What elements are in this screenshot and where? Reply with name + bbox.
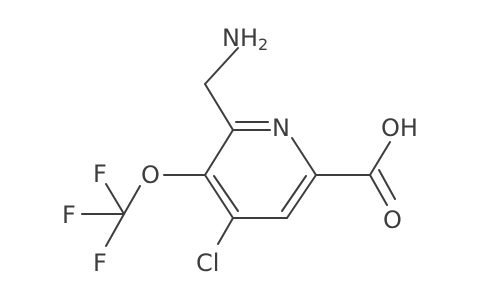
bond-c3-c2 xyxy=(204,129,234,176)
bond-c-o-double-inner xyxy=(378,169,396,200)
bond-c4-cl xyxy=(217,217,234,245)
bond-c-oh xyxy=(369,141,391,176)
bond-o-cf3 xyxy=(123,185,141,215)
bond-c6-c5-inner xyxy=(281,175,307,212)
bond-c-o-double xyxy=(369,174,388,206)
bond-ch2-c2 xyxy=(204,83,234,131)
chlorine-label: Cl xyxy=(196,249,219,277)
ring-nitrogen-label: N xyxy=(272,114,290,142)
bond-ch2-nh2 xyxy=(204,47,239,85)
bond-c4-c3-inner xyxy=(213,175,239,212)
bond-c4-c3 xyxy=(204,174,234,219)
fluorine-bottom-label: F xyxy=(93,249,107,277)
carbonyl-oxygen-label: O xyxy=(383,206,402,234)
bond-c6-c5 xyxy=(286,174,317,219)
ether-oxygen-label: O xyxy=(141,161,160,189)
fluorine-mid-label: F xyxy=(62,201,76,229)
bond-n-c6 xyxy=(291,137,317,176)
bond-c-f-bot xyxy=(105,213,125,247)
fluorine-top-label: F xyxy=(93,160,107,188)
bonds xyxy=(81,47,396,247)
bond-c-f-top xyxy=(105,183,125,215)
amine-label: NH2 xyxy=(222,24,268,54)
hydroxyl-label: OH xyxy=(381,114,418,142)
atom-labels: NH2 N O F F F Cl OH O xyxy=(62,24,418,277)
